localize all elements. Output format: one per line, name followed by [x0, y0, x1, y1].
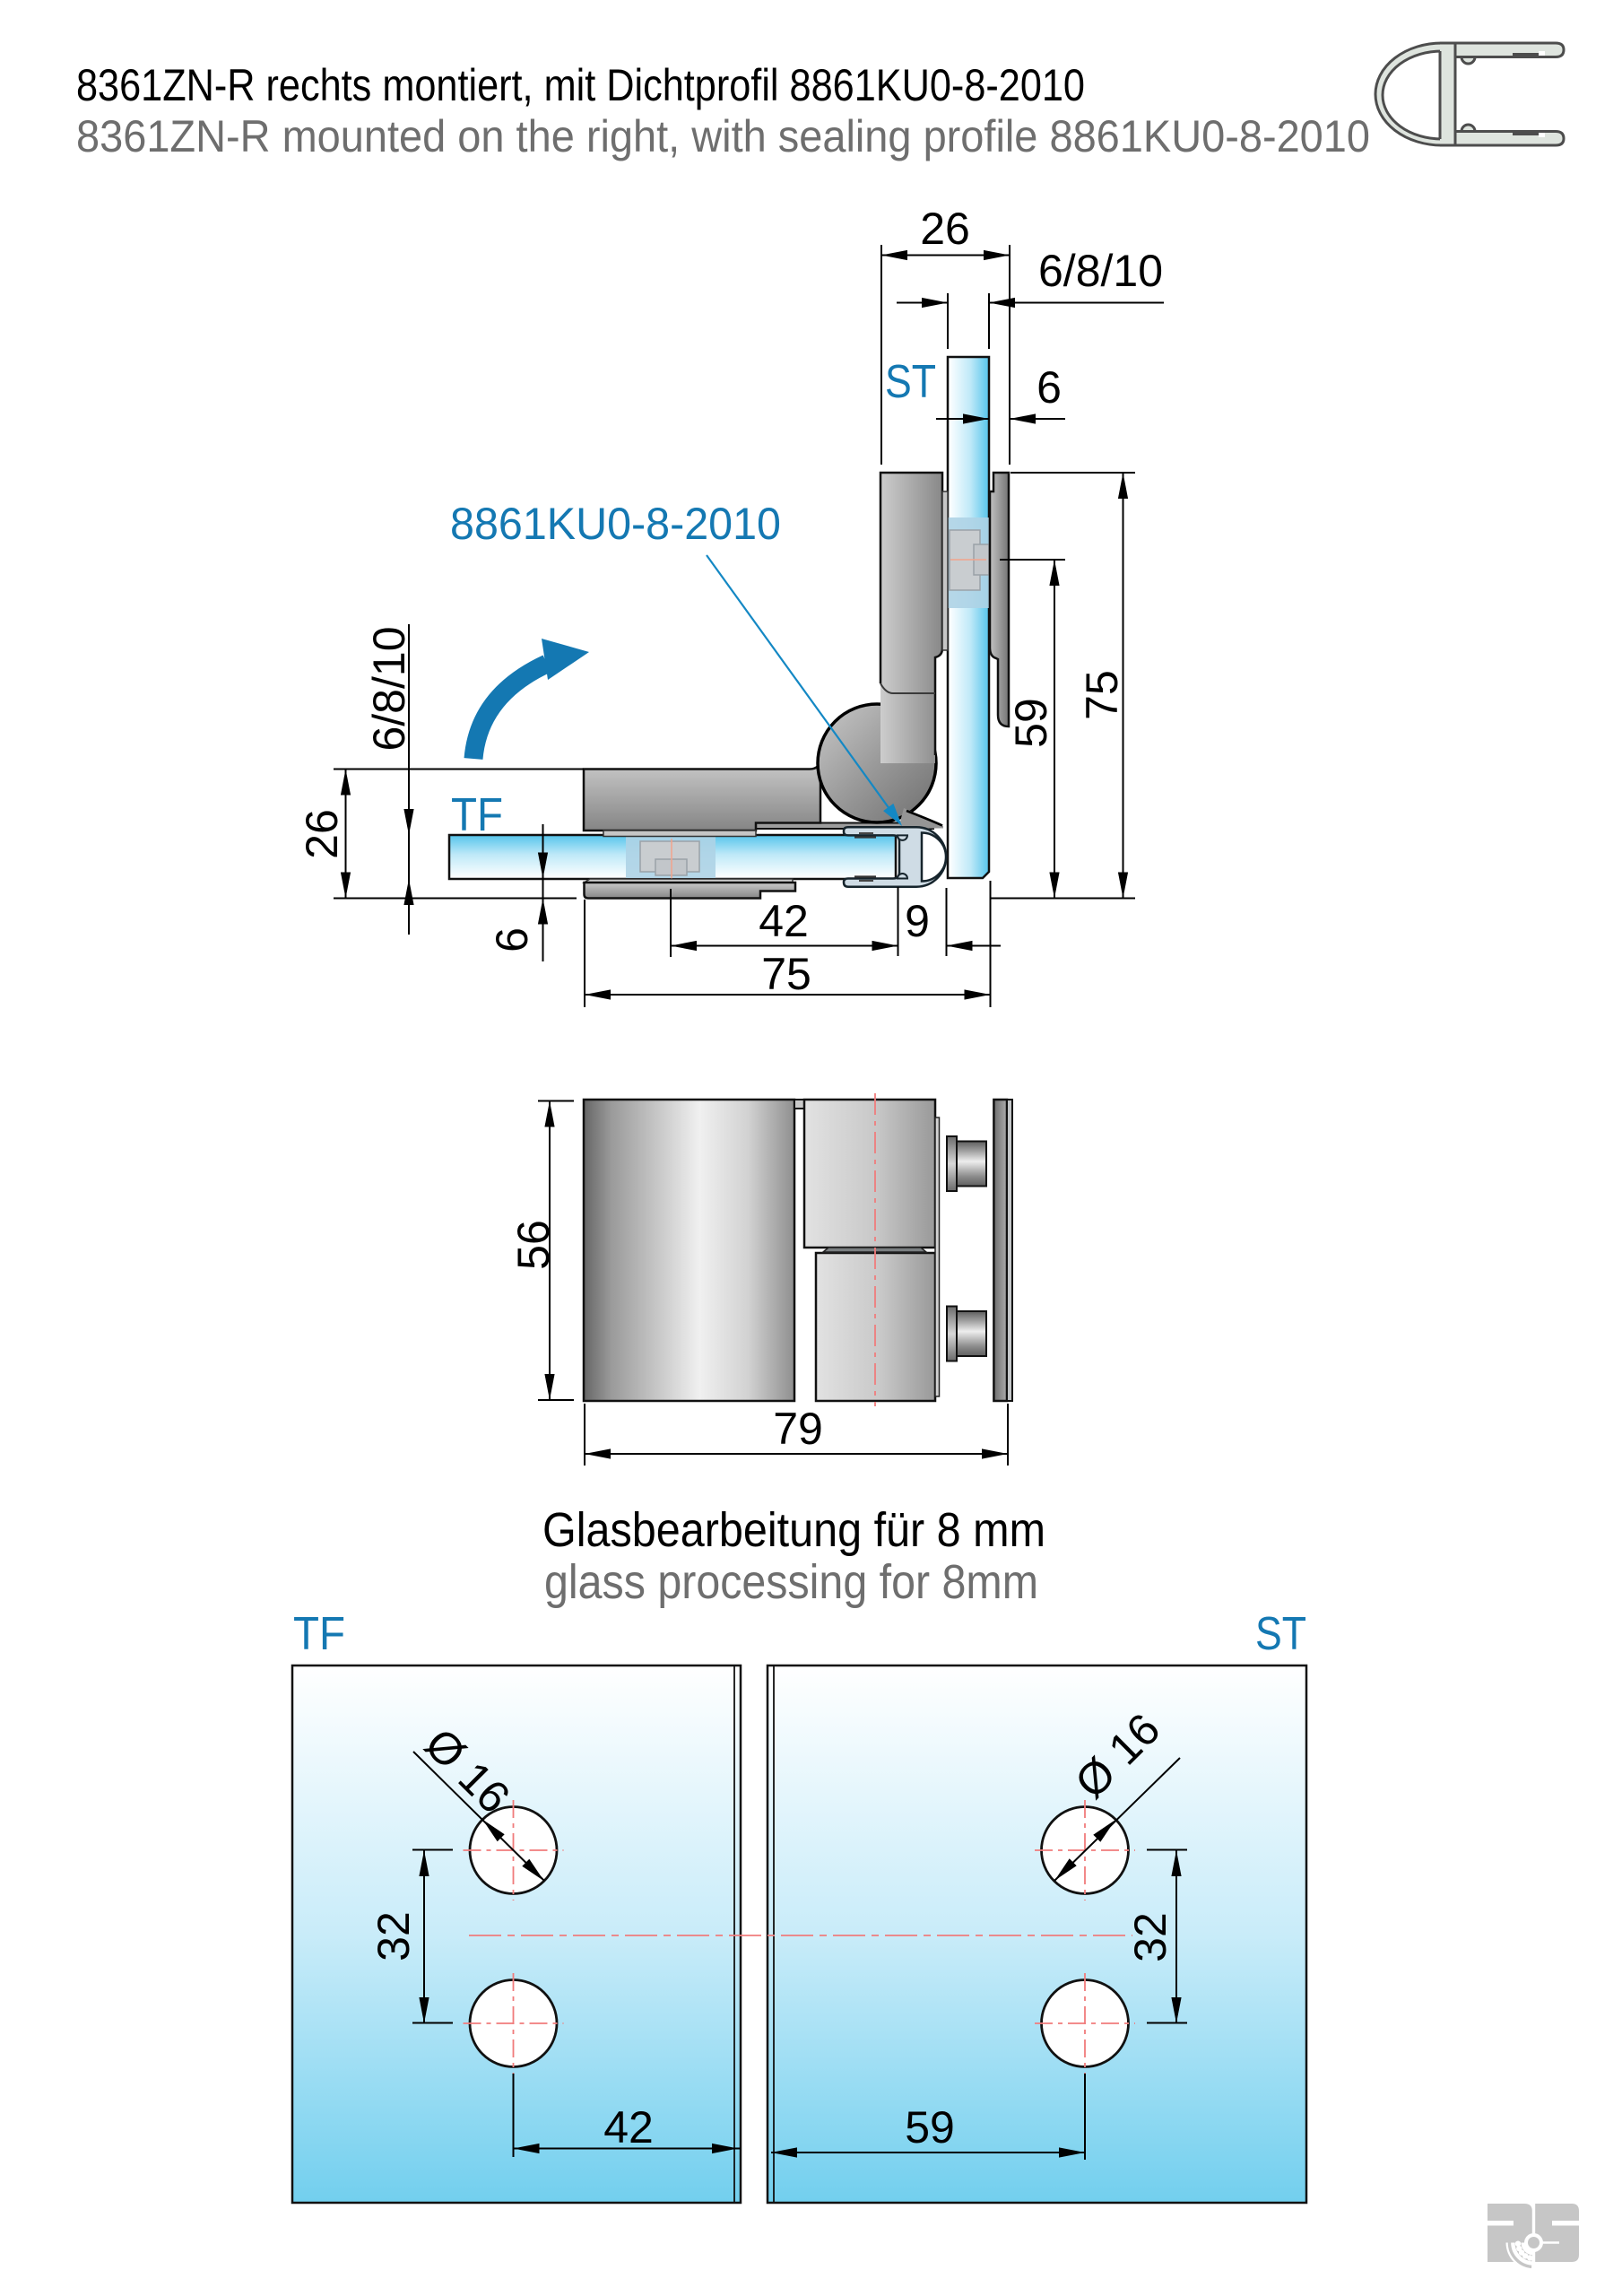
svg-text:79: 79 [773, 1404, 823, 1454]
svg-text:Glasbearbeitung für 8 mm: Glasbearbeitung für 8 mm [542, 1503, 1045, 1557]
svg-text:ST: ST [1255, 1608, 1306, 1660]
svg-text:32: 32 [369, 1911, 419, 1961]
svg-text:42: 42 [603, 2102, 654, 2152]
svg-text:75: 75 [761, 949, 811, 999]
svg-text:8361ZN-R rechts montiert, mit: 8361ZN-R rechts montiert, mit Dichtprofi… [76, 60, 1085, 110]
svg-text:8861KU0-8-2010: 8861KU0-8-2010 [450, 499, 781, 549]
svg-text:6: 6 [487, 927, 537, 952]
svg-text:6: 6 [1037, 362, 1062, 413]
svg-text:6/8/10: 6/8/10 [364, 626, 414, 751]
svg-text:56: 56 [508, 1220, 559, 1270]
svg-text:9: 9 [905, 896, 930, 946]
svg-text:TF: TF [293, 1608, 345, 1660]
svg-text:6/8/10: 6/8/10 [1038, 246, 1163, 296]
svg-text:42: 42 [759, 896, 809, 946]
svg-text:75: 75 [1077, 670, 1127, 720]
svg-text:ST: ST [885, 356, 936, 408]
svg-text:TF: TF [451, 789, 503, 841]
svg-text:32: 32 [1125, 1912, 1175, 1962]
svg-text:8361ZN-R mounted on the right,: 8361ZN-R mounted on the right, with seal… [76, 111, 1370, 161]
svg-text:59: 59 [1006, 698, 1056, 748]
svg-text:26: 26 [297, 809, 347, 859]
svg-text:59: 59 [905, 2102, 955, 2152]
svg-text:glass processing for 8mm: glass processing for 8mm [544, 1555, 1038, 1609]
svg-text:26: 26 [920, 204, 970, 254]
